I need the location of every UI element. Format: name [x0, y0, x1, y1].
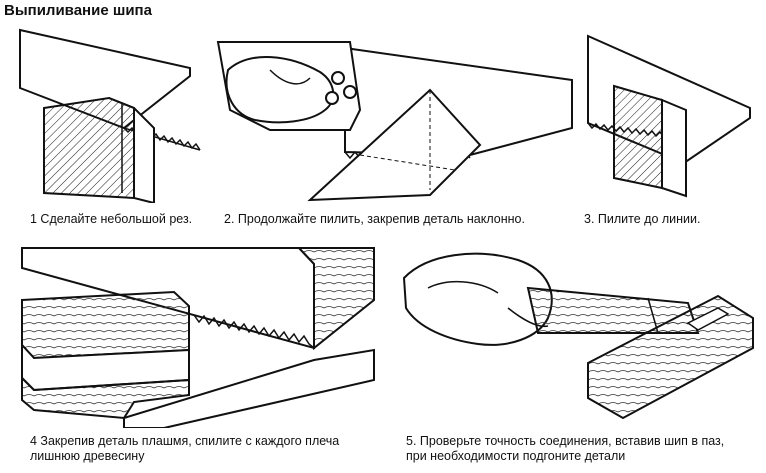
step-4-illustration	[14, 240, 384, 428]
step-3-caption: 3. Пилите до линии.	[584, 212, 701, 226]
step-4-caption-line-1: 4 Закрепив деталь плашмя, спилите с кажд…	[30, 434, 340, 448]
step-2-illustration	[210, 30, 580, 208]
step-4-caption: 4 Закрепив деталь плашмя, спилите с кажд…	[30, 434, 339, 464]
step-3-illustration	[584, 28, 762, 198]
step-5-caption-line-2: при необходимости подгоните детали	[406, 449, 626, 463]
step-5-caption: 5. Проверьте точность соединения, встави…	[406, 434, 724, 464]
step-1-caption: 1 Сделайте небольшой рез.	[30, 212, 193, 226]
step-5-illustration	[398, 248, 762, 428]
step-1-illustration	[14, 28, 214, 203]
step-4-caption-line-2: лишнюю древесину	[30, 449, 145, 463]
step-5-caption-line-1: 5. Проверьте точность соединения, встави…	[406, 434, 725, 448]
page-title: Выпиливание шипа	[4, 2, 152, 19]
step-2-caption: 2. Продолжайте пилить, закрепив деталь н…	[224, 212, 525, 226]
